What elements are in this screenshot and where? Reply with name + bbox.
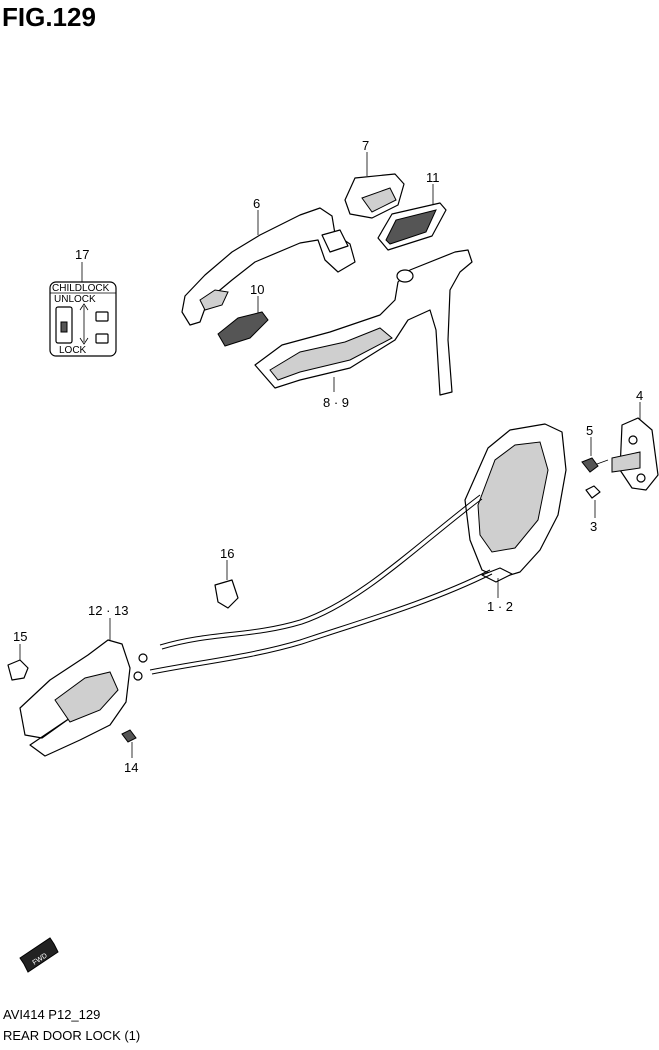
part-12-13-inside-handle: 12 · 13 [19,603,131,757]
label-8-9: 8 · 9 [323,395,349,410]
part-3-screw: 3 [585,485,601,534]
label-16: 16 [220,546,234,561]
label-10: 10 [250,282,264,297]
label-1-2: 1 · 2 [487,599,513,614]
child-lock-lock-text: LOCK [59,345,87,356]
part-8-9-handle-frame: 8 · 9 [254,249,473,410]
label-4: 4 [636,388,643,403]
part-14-screw: 14 [121,729,138,775]
part-1-2-door-lock-assembly: 1 · 2 [464,423,567,614]
label-3: 3 [590,519,597,534]
part-5-screw: 5 [581,423,609,473]
label-5: 5 [586,423,593,438]
part-4-striker: 4 [611,388,659,491]
label-14: 14 [124,760,138,775]
fwd-arrow-icon: FWD [19,937,59,973]
part-10-pad: 10 [217,282,269,347]
part-16-clip: 16 [214,546,239,609]
part-17-child-lock-label: CHILDLOCK UNLOCK LOCK 17 [49,247,117,357]
label-15: 15 [13,629,27,644]
label-12-13: 12 · 13 [88,603,128,618]
child-lock-unlock-text: UNLOCK [54,294,96,305]
part-7-handle-cap: 7 [344,138,405,219]
label-11: 11 [426,170,440,185]
footer-caption: REAR DOOR LOCK (1) [3,1028,141,1043]
part-15-cap: 15 [7,629,29,681]
label-17: 17 [75,247,89,262]
child-lock-header: CHILDLOCK [52,283,110,294]
footer-code: AVI414 P12_129 [3,1007,101,1022]
figure-title: FIG.129 [2,2,96,32]
part-6-outside-handle: 6 [181,196,356,326]
part-11-gasket: 11 [377,170,447,251]
label-6: 6 [253,196,260,211]
label-7: 7 [362,138,369,153]
cables [133,494,493,681]
